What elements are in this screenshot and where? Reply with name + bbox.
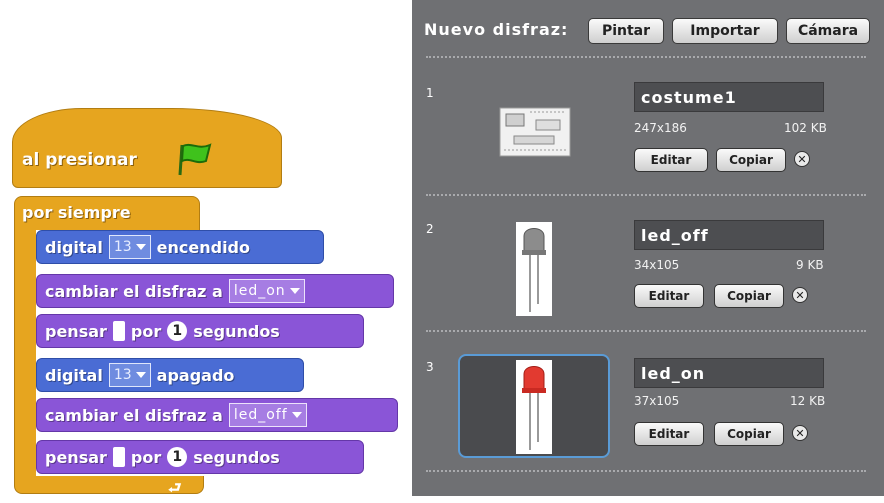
edit-button[interactable]: Editar	[634, 148, 708, 172]
edit-button[interactable]: Editar	[634, 422, 704, 446]
block-text: digital	[45, 365, 103, 385]
costume-index: 2	[426, 222, 434, 236]
costume-dropdown[interactable]: led_on	[228, 279, 305, 303]
costume-name-input[interactable]: led_on	[634, 358, 824, 388]
block-text: pensar	[45, 321, 107, 341]
costume-dimensions: 34x105	[634, 258, 680, 272]
think-text-input[interactable]	[112, 447, 125, 467]
divider	[426, 470, 866, 472]
when-flag-clicked-hat-block[interactable]	[12, 108, 282, 188]
block-text: apagado	[156, 365, 235, 385]
costume-thumbnail-led-on[interactable]	[516, 360, 552, 454]
digital-off-block[interactable]: digital 13 apagado	[36, 358, 304, 392]
copy-button[interactable]: Copiar	[714, 284, 784, 308]
loop-arrow-icon: ⮐	[168, 479, 182, 497]
copy-button[interactable]: Copiar	[714, 422, 784, 446]
chevron-down-icon	[135, 372, 146, 378]
forever-block-arm	[14, 228, 36, 478]
pin-dropdown[interactable]: 13	[108, 363, 151, 387]
costume-thumbnail-board[interactable]	[494, 100, 576, 162]
dropdown-value: 13	[113, 239, 132, 255]
import-button[interactable]: Importar	[672, 18, 778, 44]
delete-icon[interactable]: ✕	[792, 425, 808, 441]
block-text: digital	[45, 237, 103, 257]
block-text: segundos	[193, 447, 280, 467]
costume-size: 9 KB	[796, 258, 824, 272]
costume-index: 3	[426, 360, 434, 374]
divider	[426, 330, 866, 332]
chevron-down-icon	[289, 288, 300, 294]
think-for-secs-block[interactable]: pensar por 1 segundos	[36, 314, 364, 348]
block-text: cambiar el disfraz a	[45, 281, 223, 301]
think-for-secs-block[interactable]: pensar por 1 segundos	[36, 440, 364, 474]
costume-size: 102 KB	[784, 121, 827, 135]
dropdown-value: 13	[113, 367, 132, 383]
edit-button[interactable]: Editar	[634, 284, 704, 308]
costume-thumbnail-led-off[interactable]	[516, 222, 552, 316]
costumes-panel: Nuevo disfraz: Pintar Importar Cámara 1 …	[412, 0, 884, 496]
delete-icon[interactable]: ✕	[792, 287, 808, 303]
seconds-input[interactable]: 1	[167, 447, 188, 467]
costume-index: 1	[426, 86, 434, 100]
block-text: segundos	[193, 321, 280, 341]
paint-button[interactable]: Pintar	[588, 18, 664, 44]
dropdown-value: led_off	[233, 407, 288, 423]
costume-dimensions: 247x186	[634, 121, 687, 135]
block-text: cambiar el disfraz a	[45, 405, 223, 425]
chevron-down-icon	[291, 412, 302, 418]
switch-costume-block[interactable]: cambiar el disfraz a led_on	[36, 274, 394, 308]
forever-block[interactable]	[14, 196, 200, 230]
divider	[426, 194, 866, 196]
block-text: pensar	[45, 447, 107, 467]
pin-dropdown[interactable]: 13	[108, 235, 151, 259]
block-text: encendido	[156, 237, 250, 257]
forever-label: por siempre	[22, 203, 131, 222]
green-flag-icon	[178, 143, 212, 176]
seconds-input[interactable]: 1	[167, 321, 188, 341]
hat-block-label: al presionar	[22, 150, 137, 170]
think-text-input[interactable]	[112, 321, 125, 341]
forever-block-bottom	[14, 476, 204, 494]
delete-icon[interactable]: ✕	[794, 151, 810, 167]
costume-name-input[interactable]: led_off	[634, 220, 824, 250]
block-text: por	[130, 321, 162, 341]
script-area: al presionar por siempre ⮐ digital 13 en…	[0, 0, 410, 497]
block-text: por	[130, 447, 162, 467]
new-costume-label: Nuevo disfraz:	[424, 20, 569, 39]
chevron-down-icon	[135, 244, 146, 250]
costume-name-input[interactable]: costume1	[634, 82, 824, 112]
copy-button[interactable]: Copiar	[716, 148, 786, 172]
dropdown-value: led_on	[233, 283, 286, 299]
digital-on-block[interactable]: digital 13 encendido	[36, 230, 324, 264]
costume-size: 12 KB	[790, 394, 826, 408]
costume-dropdown[interactable]: led_off	[228, 403, 307, 427]
camera-button[interactable]: Cámara	[786, 18, 870, 44]
switch-costume-block[interactable]: cambiar el disfraz a led_off	[36, 398, 398, 432]
divider	[426, 56, 866, 58]
costume-dimensions: 37x105	[634, 394, 680, 408]
